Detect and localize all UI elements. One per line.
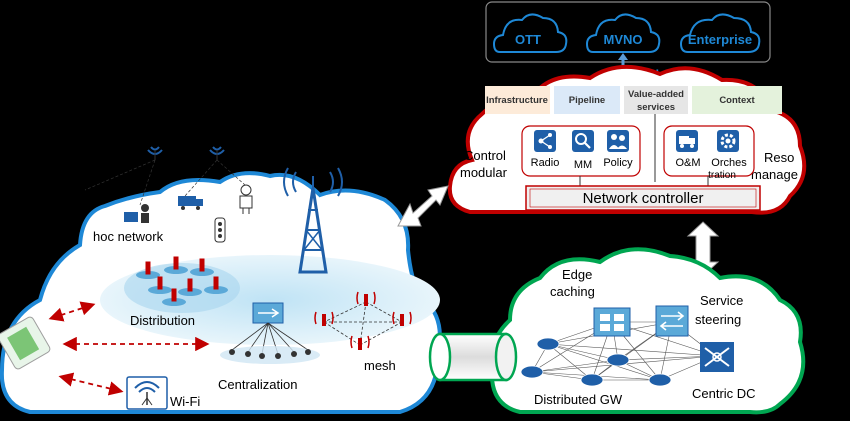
layer-value-added-box xyxy=(624,86,688,114)
phone-icon xyxy=(0,316,51,370)
access-controller-arrow xyxy=(397,185,449,227)
enterprise-label: Enterprise xyxy=(688,32,752,47)
wifi-icon xyxy=(126,376,168,410)
access-cloud: hoc network xyxy=(0,146,442,414)
mm-module: MM xyxy=(572,130,594,171)
distribution-antennas xyxy=(136,256,228,306)
om-module: O&M xyxy=(675,130,701,169)
orchestration-module: Orches tration xyxy=(708,130,747,181)
mesh-label: mesh xyxy=(364,358,396,373)
traffic-light-icon xyxy=(214,217,226,243)
layer-infrastructure-label: Infrastructure xyxy=(486,95,548,106)
data-center-icon xyxy=(700,342,734,372)
radio-label: Radio xyxy=(531,157,560,169)
edge-caching-label-1: Edge xyxy=(562,267,592,282)
adhoc-label: hoc network xyxy=(93,229,164,244)
om-label: O&M xyxy=(675,157,700,169)
control-label-1: Control xyxy=(464,148,506,163)
radio-module: Radio xyxy=(531,130,560,169)
mvno-cloud: MVNO xyxy=(585,13,661,53)
ott-label: OTT xyxy=(515,32,541,47)
service-steering-label-1: Service xyxy=(700,293,743,308)
layer-context-label: Context xyxy=(719,95,755,106)
layer-infrastructure-box xyxy=(485,86,550,114)
mesh-node-icon xyxy=(314,291,412,350)
layer-value-added-label-2: services xyxy=(637,102,675,113)
mvno-label: MVNO xyxy=(604,32,643,47)
centralization-hub xyxy=(220,302,320,364)
policy-module: Policy xyxy=(603,130,633,169)
orchestration-label-1: Orches xyxy=(711,157,747,169)
resource-label-2: manage xyxy=(751,167,798,182)
layer-context-box xyxy=(692,86,782,114)
centralization-label: Centralization xyxy=(218,377,298,392)
network-controller-bar xyxy=(525,185,761,211)
ott-cloud: OTT xyxy=(492,13,568,53)
core-cloud: Edge caching Service steering xyxy=(489,247,806,415)
service-steering-switch-icon xyxy=(655,305,689,337)
control-label-2: modular xyxy=(460,165,508,180)
service-steering-label-2: steering xyxy=(695,312,741,327)
search-icon xyxy=(572,130,594,152)
controller-cloud: Infrastructure Pipeline Value-added serv… xyxy=(447,64,807,215)
cell-tower-icon xyxy=(283,167,343,274)
orchestration-label-2: tration xyxy=(708,170,736,181)
distributed-gw-label: Distributed GW xyxy=(534,392,623,407)
service-panel: OTT MVNO Enterprise xyxy=(485,1,771,63)
distribution-label: Distribution xyxy=(130,313,195,328)
backhaul-pipe xyxy=(428,332,518,382)
radio-icon xyxy=(534,130,556,152)
mesh-network xyxy=(314,291,412,350)
antenna-icon-1 xyxy=(147,146,163,160)
network-controller-label: Network controller xyxy=(583,190,704,207)
truck-device-icon xyxy=(178,196,203,210)
layer-pipeline-box xyxy=(554,86,620,114)
resource-label-1: Reso xyxy=(764,150,794,165)
centric-dc-label: Centric DC xyxy=(692,386,756,401)
wifi-label: Wi-Fi xyxy=(170,394,200,409)
core-router-icons xyxy=(520,337,672,387)
edge-cache-server-icon xyxy=(593,307,631,337)
robot-icon xyxy=(239,184,253,214)
mm-label: MM xyxy=(574,159,592,171)
adhoc-links xyxy=(84,159,246,206)
policy-label: Policy xyxy=(603,157,633,169)
layer-pipeline-label: Pipeline xyxy=(569,95,605,106)
device-links xyxy=(48,301,210,396)
edge-caching-label-2: caching xyxy=(550,284,595,299)
antenna-icon-2 xyxy=(209,146,225,160)
worker-icon xyxy=(124,204,149,223)
enterprise-cloud: Enterprise xyxy=(679,13,761,53)
layer-value-added-label-1: Value-added xyxy=(628,89,684,100)
